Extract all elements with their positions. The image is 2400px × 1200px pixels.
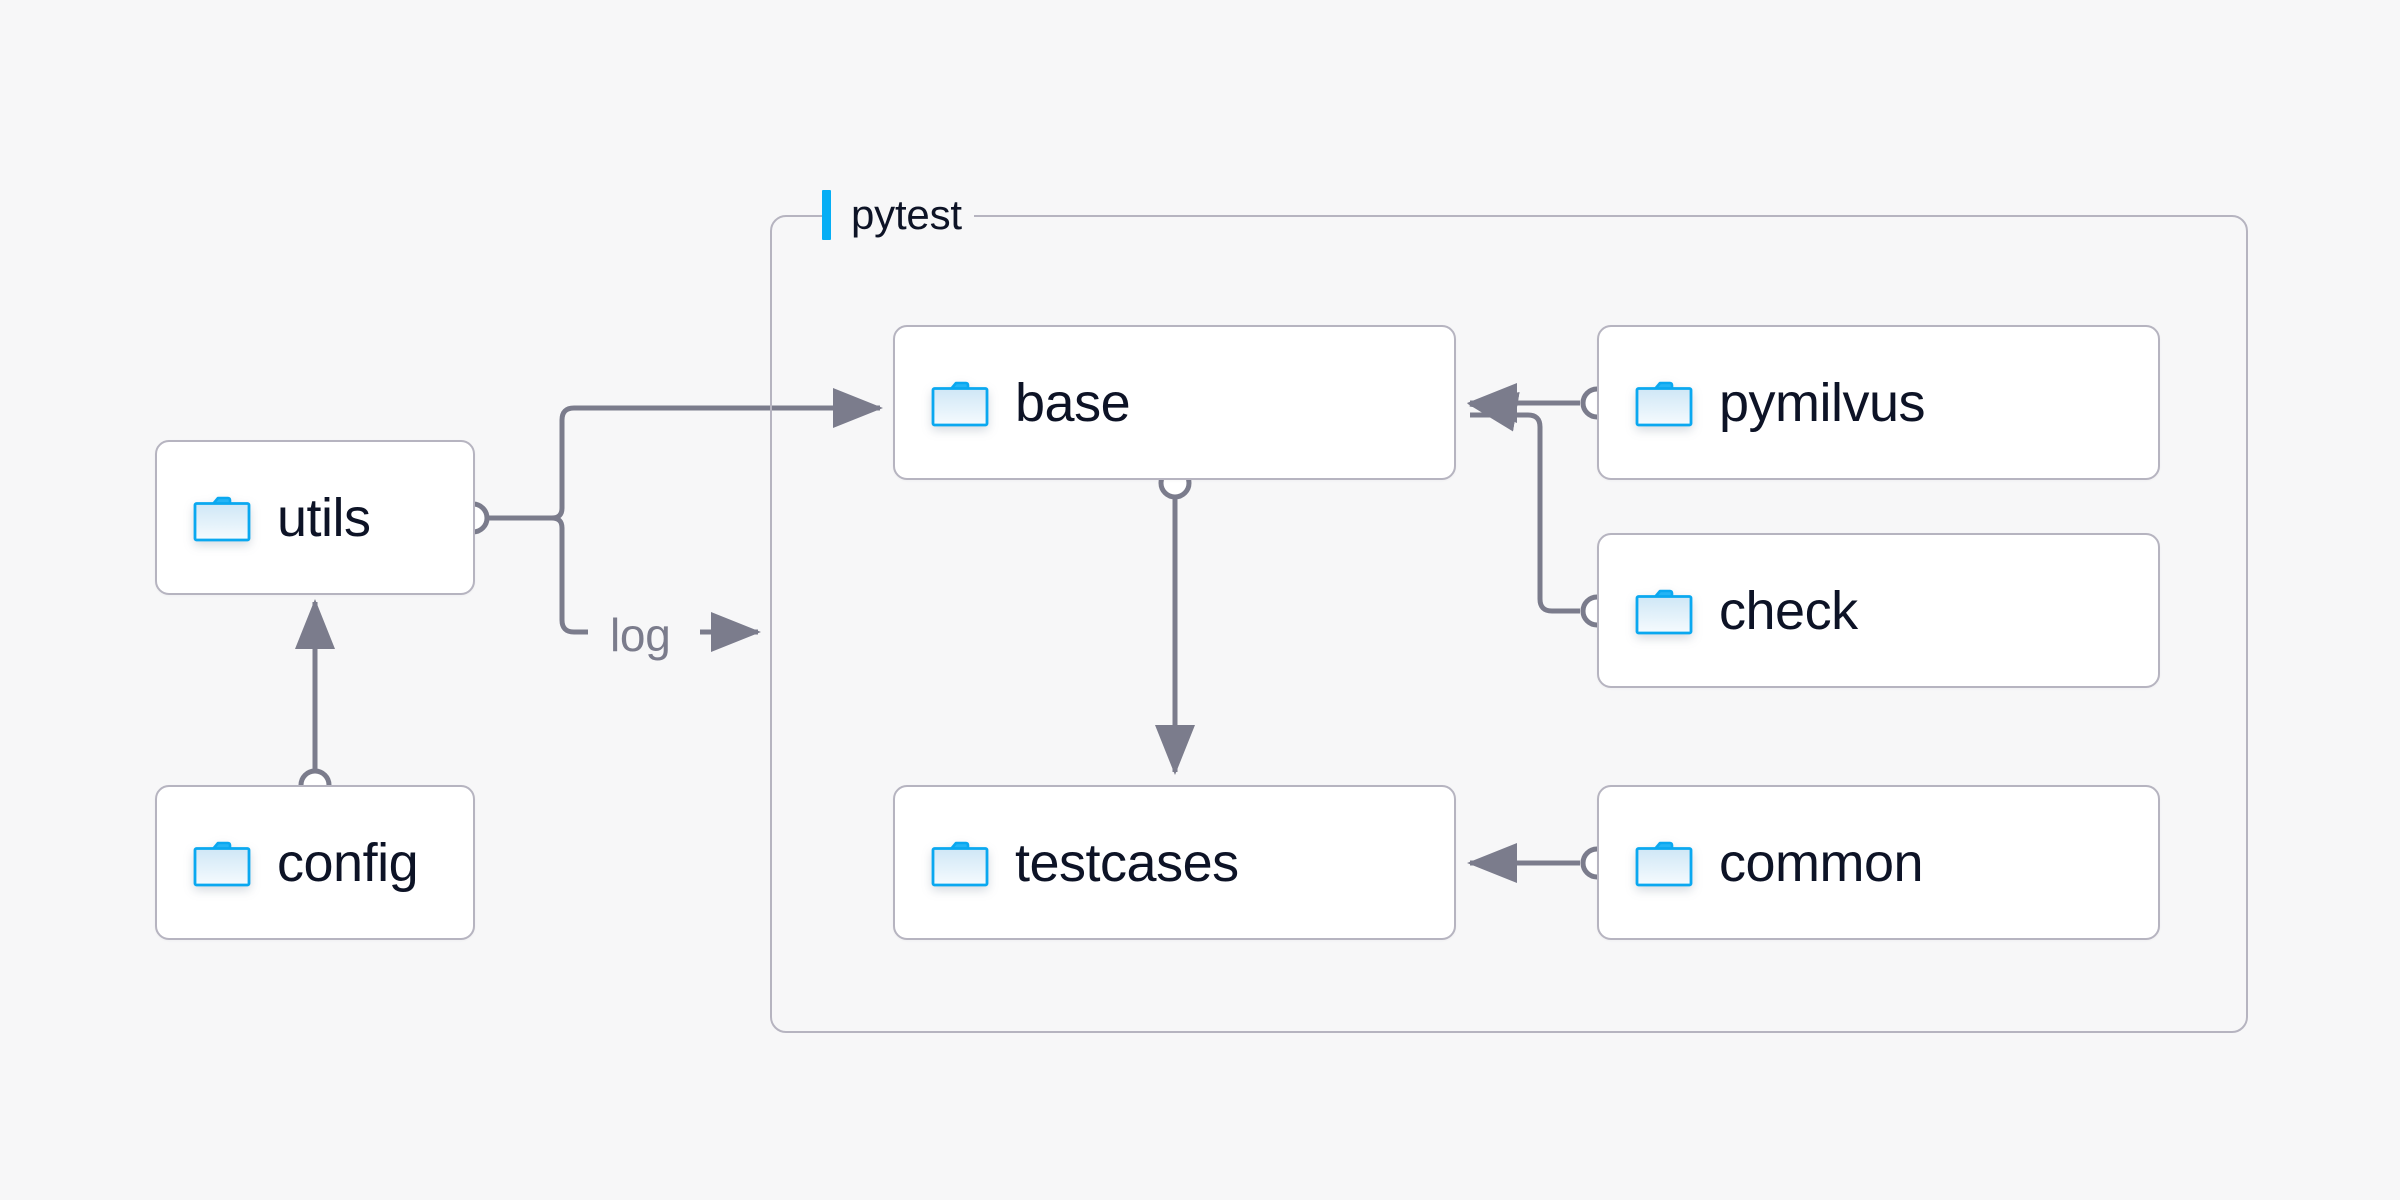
folder-icon [193,839,251,887]
node-common[interactable]: common [1597,785,2160,940]
folder-icon [1635,379,1693,427]
folder-icon [931,379,989,427]
edge-label-log: log [604,612,677,658]
node-label: utils [277,487,371,548]
node-label: pymilvus [1719,372,1926,433]
folder-icon [1635,839,1693,887]
node-testcases[interactable]: testcases [893,785,1456,940]
folder-icon [931,839,989,887]
folder-icon [193,494,251,542]
node-pymilvus[interactable]: pymilvus [1597,325,2160,480]
node-label: base [1015,372,1131,433]
node-label: testcases [1015,832,1239,893]
node-label: common [1719,832,1924,893]
node-config[interactable]: config [155,785,475,940]
node-check[interactable]: check [1597,533,2160,688]
group-pytest[interactable] [770,215,2248,1033]
node-label: check [1719,580,1858,641]
edge-utils-to-log [540,515,588,635]
node-label: config [277,832,419,893]
group-accent-bar [822,190,831,240]
folder-icon [1635,587,1693,635]
group-title-label: pytest [851,191,962,238]
node-utils[interactable]: utils [155,440,475,595]
group-pytest-title: pytest [822,186,974,244]
node-base[interactable]: base [893,325,1456,480]
